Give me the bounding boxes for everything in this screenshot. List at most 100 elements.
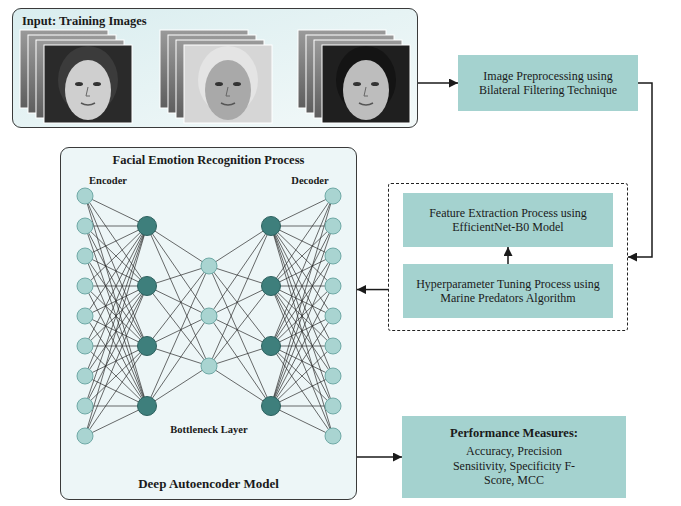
neuron — [262, 277, 281, 296]
neuron — [325, 278, 341, 294]
network-wire — [147, 366, 209, 406]
panel-ground — [60, 147, 357, 500]
neuron — [262, 337, 281, 356]
neuron — [138, 337, 157, 356]
neuron — [325, 218, 341, 234]
network-wire — [209, 266, 271, 346]
box-text: Accuracy, Precision Sensitivity, Specifi… — [443, 444, 585, 487]
flow-arrow — [357, 456, 402, 458]
network-wire — [271, 226, 333, 406]
flow-arrow — [418, 82, 458, 84]
neuron — [262, 217, 281, 236]
network-wire — [85, 346, 147, 436]
network-wire — [271, 226, 333, 406]
network-wire — [209, 316, 271, 346]
network-wire — [147, 316, 209, 346]
network-wire — [209, 286, 271, 316]
network-wire — [147, 286, 209, 316]
panel-title: Facial Emotion Recognition Process — [113, 153, 305, 168]
neuron — [325, 368, 341, 384]
process-box: Image Preprocessing using Bilateral Filt… — [458, 55, 638, 111]
network-wire — [85, 406, 147, 436]
neuron — [77, 428, 93, 444]
network-wire — [85, 346, 147, 406]
network-wire — [147, 286, 209, 366]
neuron — [138, 217, 157, 236]
network-wire — [271, 346, 333, 436]
network-wire — [209, 226, 271, 266]
box-text: Hyperparameter Tuning Process using Mari… — [411, 277, 605, 306]
neuron — [201, 358, 217, 374]
flow-arrow — [357, 289, 388, 291]
neuron — [201, 258, 217, 274]
neuron — [325, 398, 341, 414]
neuron — [77, 308, 93, 324]
network-wire — [85, 196, 147, 226]
network-wire — [209, 366, 271, 406]
network-wire — [85, 226, 147, 286]
network-wire — [271, 346, 333, 406]
network-wire — [209, 226, 271, 316]
neuron — [325, 308, 341, 324]
panel-caption: Deep Autoencoder Model — [138, 476, 279, 492]
network-wire — [147, 226, 209, 266]
network-wire — [271, 346, 333, 406]
face-frame — [44, 45, 132, 123]
process-box: Feature Extraction Process using Efficie… — [403, 193, 613, 247]
input-panel: Input: Training Images — [12, 8, 418, 128]
network-wire — [85, 226, 147, 316]
network-wire — [85, 226, 147, 286]
network-wire — [85, 196, 147, 346]
layer-label: Bottleneck Layer — [170, 424, 247, 435]
neuron — [77, 218, 93, 234]
network-wire — [85, 226, 147, 406]
neuron — [77, 248, 93, 264]
network-wire — [271, 196, 333, 286]
neuron — [262, 397, 281, 416]
network-wire — [271, 286, 333, 436]
neuron — [77, 368, 93, 384]
neuron — [138, 277, 157, 296]
network-wire — [147, 226, 209, 316]
network-wire — [85, 226, 147, 256]
flow-arrow — [507, 247, 509, 264]
measures-box: Performance Measures: Accuracy, Precision… — [402, 416, 626, 498]
dashed-group: Feature Extraction Process using Efficie… — [388, 183, 628, 331]
network-wire — [271, 196, 333, 346]
network-wire — [147, 316, 209, 406]
face-frame — [322, 45, 410, 123]
neuron — [138, 397, 157, 416]
neuron — [77, 398, 93, 414]
network-wire — [271, 376, 333, 406]
network-wire — [271, 406, 333, 436]
network-wire — [271, 316, 333, 406]
neuron — [325, 338, 341, 354]
panel-title: Input: Training Images — [22, 14, 408, 29]
network-wire — [271, 256, 333, 406]
network-wire — [85, 226, 147, 376]
section-label: Decoder — [291, 175, 328, 186]
neuron — [325, 248, 341, 264]
network-wire — [85, 226, 147, 406]
network-wire — [85, 196, 147, 286]
network-wire — [271, 226, 333, 286]
network-wire — [209, 316, 271, 406]
neuron — [325, 188, 341, 204]
box-text: Feature Extraction Process using Efficie… — [411, 206, 605, 235]
panel-ground — [12, 8, 418, 128]
neuron — [77, 188, 93, 204]
box-text: Image Preprocessing using Bilateral Filt… — [466, 69, 630, 98]
recognition-panel: Facial Emotion Recognition ProcessDeep A… — [60, 147, 357, 500]
network-wire — [209, 286, 271, 366]
face-images — [20, 30, 410, 123]
network-wire — [271, 226, 333, 286]
network-wire — [147, 266, 209, 346]
neuron — [77, 338, 93, 354]
box-heading: Performance Measures: — [450, 426, 578, 441]
network-wire — [271, 196, 333, 226]
network-wire — [85, 346, 147, 406]
neuron — [77, 278, 93, 294]
process-box: Hyperparameter Tuning Process using Mari… — [403, 264, 613, 318]
